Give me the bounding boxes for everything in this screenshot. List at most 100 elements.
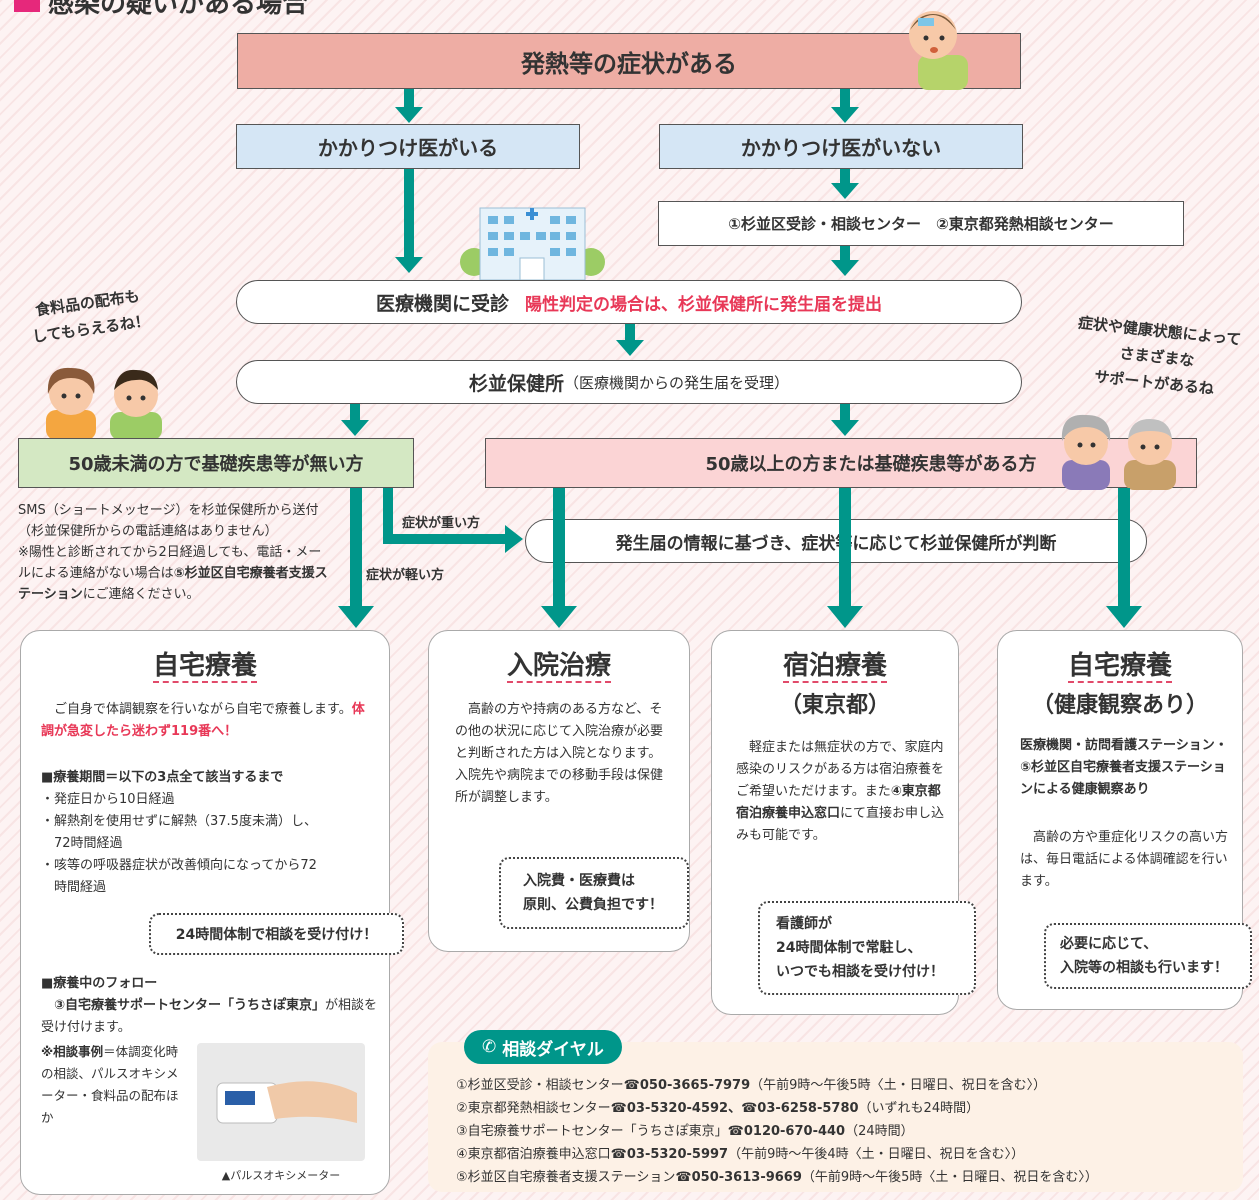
list-item: ・発症日から10日経過 [41,792,175,807]
monitor-line-1: 必要に応じて、 [1060,936,1158,952]
hotel-nurse-bubble: 看護師が 24時間体制で常駐し、 いつでも相談を受け付け！ [758,901,976,995]
phone-number[interactable]: ☎03-5320-4592、☎03-6258-5780 [610,1101,859,1116]
dial-line: ④東京都宿泊療養申込窓口☎03-5320-5997（午前9時～午後4時〈土・日曜… [456,1143,1236,1166]
speech-left: 食料品の配布も してもらえるね！ [27,282,151,350]
nurse-line-3: いつでも相談を受け付け！ [776,964,944,980]
home-monitoring-bubble: 必要に応じて、 入院等の相談も行います！ [1044,923,1252,989]
follow-text: が相談を受け付けます。 [41,998,378,1035]
dial-label-text: 相談ダイヤル [502,1039,604,1060]
arrow-down [830,404,860,436]
hospital-building-illustration [460,207,605,280]
sms-note: SMS（ショートメッセージ）を杉並保健所から送付（杉並保健所からの電話連絡はあり… [18,500,330,605]
sms-note-3: ⑤杉並区自宅療養者支援ステーション [18,566,328,602]
dial-hours: （24時間） [845,1124,914,1139]
home-intro-red: 体調が急変したら迷わず119番へ！ [41,702,365,739]
hotel-card: 宿泊療養 （東京都） 軽症または無症状の方で、家庭内感染のリスクがある方は宿泊療… [711,630,976,1015]
hotel-title-text: 宿泊療養 [782,651,887,683]
arrow-down [830,89,860,123]
over50-text: 50歳以上の方または基礎疾患等がある方 [705,454,1037,475]
home-monitoring-title-text: 自宅療養 [1067,651,1172,683]
home-care-title: 自宅療養 [21,645,389,683]
sms-note-2: ※陽性と診断されてから2日経過しても、電話・メールによる連絡がない場合は [18,545,322,581]
has-doctor-box: かかりつけ医がいる [236,124,580,169]
home-period-title: ■療養期間＝以下の3点全て該当するまで [41,770,284,785]
header-marker [14,0,40,12]
fever-text: 発熱等の症状がある [521,49,737,78]
example-label: ※相談事例 [41,1044,104,1059]
arrow-down [340,404,370,436]
elderly-couple-illustration [1061,414,1176,490]
example-text: ＝体調変化時の相談、パルスオキシメーター・食料品の配布ほか [41,1044,179,1125]
home-monitoring-bold: 医療機関・訪問看護ステーション・⑤杉並区自宅療養者支援ステーションによる健康観察… [1020,738,1228,797]
dial-name: ①杉並区受診・相談センター [456,1078,624,1093]
hotel-text-c: にて直接お申し込みも可能です。 [736,806,945,843]
hospital-cost-bubble: 入院費・医療費は 原則、公費負担です！ [499,857,689,929]
dial-hours: （いずれも24時間） [858,1101,980,1116]
sick-person-illustration [909,11,968,90]
section-header: 感染の疑いがある場合 [0,0,308,19]
cost-line-2: 原則、公費負担です！ [523,897,663,913]
hospital-card: 入院治療 高齢の方や持病のある方など、その他の状況に応じて入院治療が必要と判断さ… [428,630,690,952]
clinic-visit-box: 医療機関に受診 陽性判定の場合は、杉並保健所に発生届を提出 [236,280,1022,324]
consultation-centers-box: ①杉並区受診・相談センター ②東京都発熱相談センター [658,201,1184,246]
home-monitoring-subtitle: （健康観察あり） [1031,693,1208,718]
list-item: ・咳等の呼吸器症状が改善傾向になってから72 [41,858,317,873]
severe-label: 症状が重い方 [402,516,481,531]
judgement-box: 発生届の情報に基づき、症状等に応じて杉並保健所が判断 [525,519,1147,563]
arrow-down [823,488,867,628]
two-people-illustration [46,367,162,440]
arrow-down [336,488,376,628]
dial-line: ①杉並区受診・相談センター☎050-3665-7979（午前9時～午後5時〈土・… [456,1074,1236,1097]
health-center-sub: （医療機関からの発生届を受理） [564,373,790,392]
phone-number[interactable]: ☎050-3613-9669 [675,1170,802,1185]
phone-number[interactable]: ☎03-5320-5997 [610,1147,729,1162]
home-period-list: ・発症日から10日経過 ・解熱剤を使用せずに解熱（37.5度未満）し、 72時間… [41,789,381,899]
no-doctor-box: かかりつけ医がいない [659,124,1023,169]
no-doctor-text: かかりつけ医がいない [740,136,942,160]
hotel-text-b: ④東京都宿泊療養申込窓口 [736,784,941,821]
phone-icon: ✆ [482,1037,497,1057]
centers-text: ①杉並区受診・相談センター ②東京都発熱相談センター [728,215,1114,233]
cost-line-1: 入院費・医療費は [523,873,635,889]
hotel-text: 軽症または無症状の方で、家庭内感染のリスクがある方は宿泊療養をご希望いただけます… [736,737,946,847]
hotel-subtitle: （東京都） [779,693,890,718]
nurse-line-2: 24時間体制で常駐し、 [776,940,922,956]
arrow-down [394,89,424,123]
hospital-title: 入院治療 [429,645,689,683]
dial-section: ✆ 相談ダイヤル ①杉並区受診・相談センター☎050-3665-7979（午前9… [428,1030,1243,1192]
home-monitoring-text: 高齢の方や重症化リスクの高い方は、毎日電話による体調確認を行います。 [1020,830,1229,889]
health-center-text: 杉並保健所 [468,372,564,395]
mild-label: 症状が軽い方 [366,568,445,583]
arrow-down [394,169,424,273]
monitor-line-2: 入院等の相談も行います！ [1060,960,1228,976]
dial-label: ✆ 相談ダイヤル [464,1030,622,1064]
home-follow-title: ■療養中のフォロー [41,976,158,991]
judgement-text: 発生届の情報に基づき、症状等に応じて杉並保健所が判断 [615,533,1057,554]
arrow-down [830,246,860,276]
pulse-oximeter-photo [197,1043,365,1161]
list-item: 72時間経過 [41,836,123,851]
phone-number[interactable]: ☎050-3665-7979 [623,1078,751,1093]
dial-name: ③自宅療養サポートセンター「うちさぽ東京」 [456,1124,728,1139]
hospital-title-text: 入院治療 [506,651,611,683]
under50-box: 50歳未満の方で基礎疾患等が無い方 [18,438,414,488]
sms-note-1: SMS（ショートメッセージ）を杉並保健所から送付（杉並保健所からの電話連絡はあり… [18,503,319,539]
phone-number[interactable]: ☎0120-670-440 [727,1124,846,1139]
home-follow-text: ③自宅療養サポートセンター「うちさぽ東京」が相談を受け付けます。 [41,995,381,1039]
dial-name: ②東京都発熱相談センター [456,1101,611,1116]
dial-hours: （午前9時～午後4時〈土・日曜日、祝日を含む〉） [728,1147,1025,1162]
follow-center-name: ③自宅療養サポートセンター「うちさぽ東京」 [54,998,326,1013]
home-24h-bubble: 24時間体制で相談を受け付け！ [149,913,404,955]
hospital-text: 高齢の方や持病のある方など、その他の状況に応じて入院治療が必要と判断された方は入… [455,702,664,805]
dial-line: ③自宅療養サポートセンター「うちさぽ東京」☎0120-670-440（24時間） [456,1120,1236,1143]
photo-caption: ▲パルスオキシメーター [221,1169,341,1182]
pulse-oximeter-icon [216,1081,357,1124]
arrow-down [537,488,581,628]
positive-report-text: 陽性判定の場合は、杉並保健所に発生届を提出 [525,294,882,315]
nurse-line-1: 看護師が [776,916,832,932]
hotel-title: 宿泊療養 [712,645,958,683]
severe-arrow-head [505,525,523,553]
header-title: 感染の疑いがある場合 [48,0,309,19]
dial-name: ⑤杉並区自宅療養者支援ステーション [456,1170,676,1185]
arrow-down [1102,488,1146,628]
